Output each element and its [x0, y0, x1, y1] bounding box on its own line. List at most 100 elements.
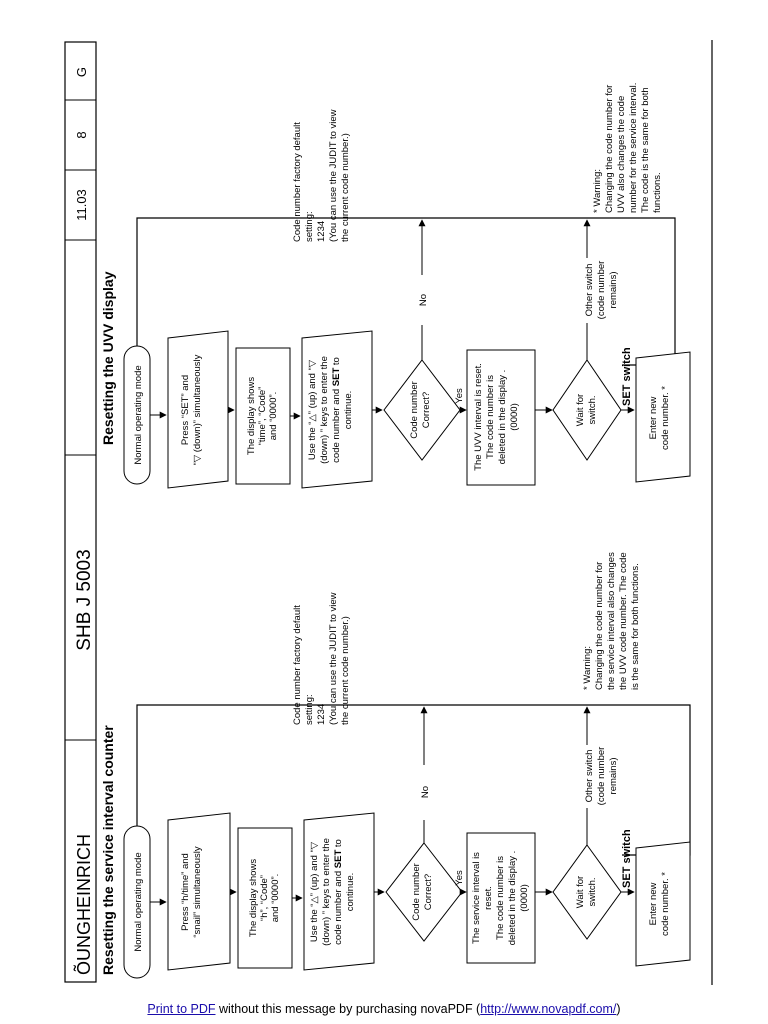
warning-line: the service interval also changes — [606, 552, 617, 690]
wait-line: switch. — [587, 395, 598, 424]
decision-line: Correct? — [423, 874, 434, 910]
section-title: Resetting the service interval counter — [100, 725, 116, 975]
decision-line: Code number — [409, 381, 420, 439]
note-line: the current code number.) — [340, 616, 351, 725]
result-line: (0000) — [509, 403, 520, 430]
other-switch-line: remains) — [608, 758, 619, 795]
warning-line: functions. — [652, 172, 663, 213]
note-line: setting: — [304, 211, 315, 242]
other-switch-line: Other switch — [584, 750, 595, 803]
note-line: (You can use the JUDIT to view — [328, 109, 339, 242]
footer-banner: Print to PDF without this message by pur… — [0, 1002, 768, 1016]
result-line: The code number is — [485, 375, 496, 459]
yes-label: Yes — [454, 388, 465, 404]
result-box — [466, 349, 536, 486]
note-line: 1234 — [316, 221, 327, 242]
step2-line: and “0000”. — [268, 392, 279, 441]
note-line: 1234 — [316, 704, 327, 725]
wait-diamond — [552, 359, 622, 461]
decision-diamond — [385, 842, 463, 942]
step3-line: code number and SET to — [333, 839, 344, 945]
step3-line: Use the “△” (up) and “▽ — [309, 841, 320, 942]
result-line: deleted in the display . — [497, 370, 508, 465]
step3-line: Use the “△” (up) and “▽ — [307, 359, 318, 460]
print-to-pdf-link[interactable]: Print to PDF — [147, 1002, 216, 1016]
enter-new-line: Enter new — [648, 882, 659, 925]
start-node-label: Normal operating mode — [133, 365, 144, 464]
wait-line: switch. — [587, 877, 598, 906]
step1-line: Press “h/time” and — [180, 853, 191, 931]
result-line: reset. — [483, 886, 494, 910]
step1-line: “▽ (down)” simultaneously — [192, 354, 203, 465]
decision-line: Code number — [411, 863, 422, 921]
other-switch-line: remains) — [608, 272, 619, 309]
header-frame — [64, 41, 97, 983]
note-line: the current code number.) — [340, 133, 351, 242]
section-title: Resetting the UVV display — [100, 271, 116, 445]
step2-box — [235, 347, 291, 485]
step1-box — [167, 812, 231, 971]
step3-line: (down) ” keys to enter the — [319, 356, 330, 464]
step2-line: The display shows — [246, 377, 257, 455]
warning-line: number for the service interval. — [628, 83, 639, 213]
step2-line: and “0000”. — [270, 874, 281, 923]
step3-line: (down) ” keys to enter the — [321, 838, 332, 946]
warning-line: Changing the code number for — [594, 562, 605, 690]
step2-line: The display shows — [248, 859, 259, 937]
start-node-label: Normal operating mode — [133, 852, 144, 951]
warning-line: is the same for both functions. — [630, 563, 641, 690]
other-switch-line: (code number — [596, 747, 607, 806]
result-line: (0000) — [519, 884, 530, 911]
flowchart-service-interval: Resetting the service interval counter N… — [100, 552, 691, 979]
step1-line: “snail” simultaneously — [192, 846, 203, 938]
wait-line: Wait for — [575, 876, 586, 908]
header-strip: ÕUNGHEINRICH SHB J 5003 11.03 8 G — [64, 41, 97, 983]
enter-new-line: code number. * — [660, 386, 671, 450]
step3-line: code number and SET to — [331, 357, 342, 463]
result-line: The UVV interval is reset. — [473, 363, 484, 471]
note-line: (You can use the JUDIT to view — [328, 592, 339, 725]
novapdf-link[interactable]: http://www.novapdf.com/ — [480, 1002, 617, 1016]
doc-code: SHB J 5003 — [74, 549, 95, 650]
set-switch-label: SET switch — [621, 347, 633, 406]
enter-new-line: code number. * — [660, 872, 671, 936]
wait-line: Wait for — [575, 394, 586, 426]
warning-line: the UVV code number. The code — [618, 552, 629, 690]
doc-date: 11.03 — [74, 189, 89, 221]
result-line: The code number is — [495, 856, 506, 940]
note-line: Code number factory default — [292, 122, 303, 242]
decision-line: Correct? — [421, 392, 432, 428]
other-switch-line: Other switch — [584, 264, 595, 317]
flowchart-uvv-display: Resetting the UVV display Normal operati… — [100, 83, 691, 489]
result-box — [466, 832, 536, 964]
note-line: setting: — [304, 694, 315, 725]
other-switch-line: (code number — [596, 261, 607, 320]
footer-end: ) — [616, 1002, 621, 1016]
page-number: 8 — [74, 131, 89, 138]
step2-line: “time”, “Code” — [257, 387, 268, 446]
result-line: deleted in the display . — [507, 851, 518, 946]
warning-line: * Warning: — [592, 169, 603, 213]
step3-line: continue. — [345, 873, 356, 912]
warning-line: Changing the code number for — [604, 85, 615, 213]
wait-diamond — [552, 844, 622, 940]
decision-diamond — [383, 359, 461, 461]
step2-box — [237, 827, 293, 969]
step3-box — [301, 330, 373, 489]
enter-new-box — [635, 841, 691, 967]
step1-box — [167, 330, 229, 489]
enter-new-line: Enter new — [648, 396, 659, 439]
footer-text: without this message by purchasing novaP… — [215, 1002, 481, 1016]
warning-line: UVV also changes the code — [616, 96, 627, 213]
step1-line: Press “SET” and — [180, 375, 191, 445]
brand-logo-text: ÕUNGHEINRICH — [73, 834, 94, 975]
note-line: Code number factory default — [292, 605, 303, 725]
revision-letter: G — [74, 67, 89, 77]
no-label: No — [420, 786, 431, 798]
enter-new-box — [635, 351, 691, 483]
set-switch-label: SET switch — [621, 829, 633, 888]
yes-label: Yes — [454, 870, 465, 886]
step2-line: “h”, “Code” — [259, 875, 270, 921]
